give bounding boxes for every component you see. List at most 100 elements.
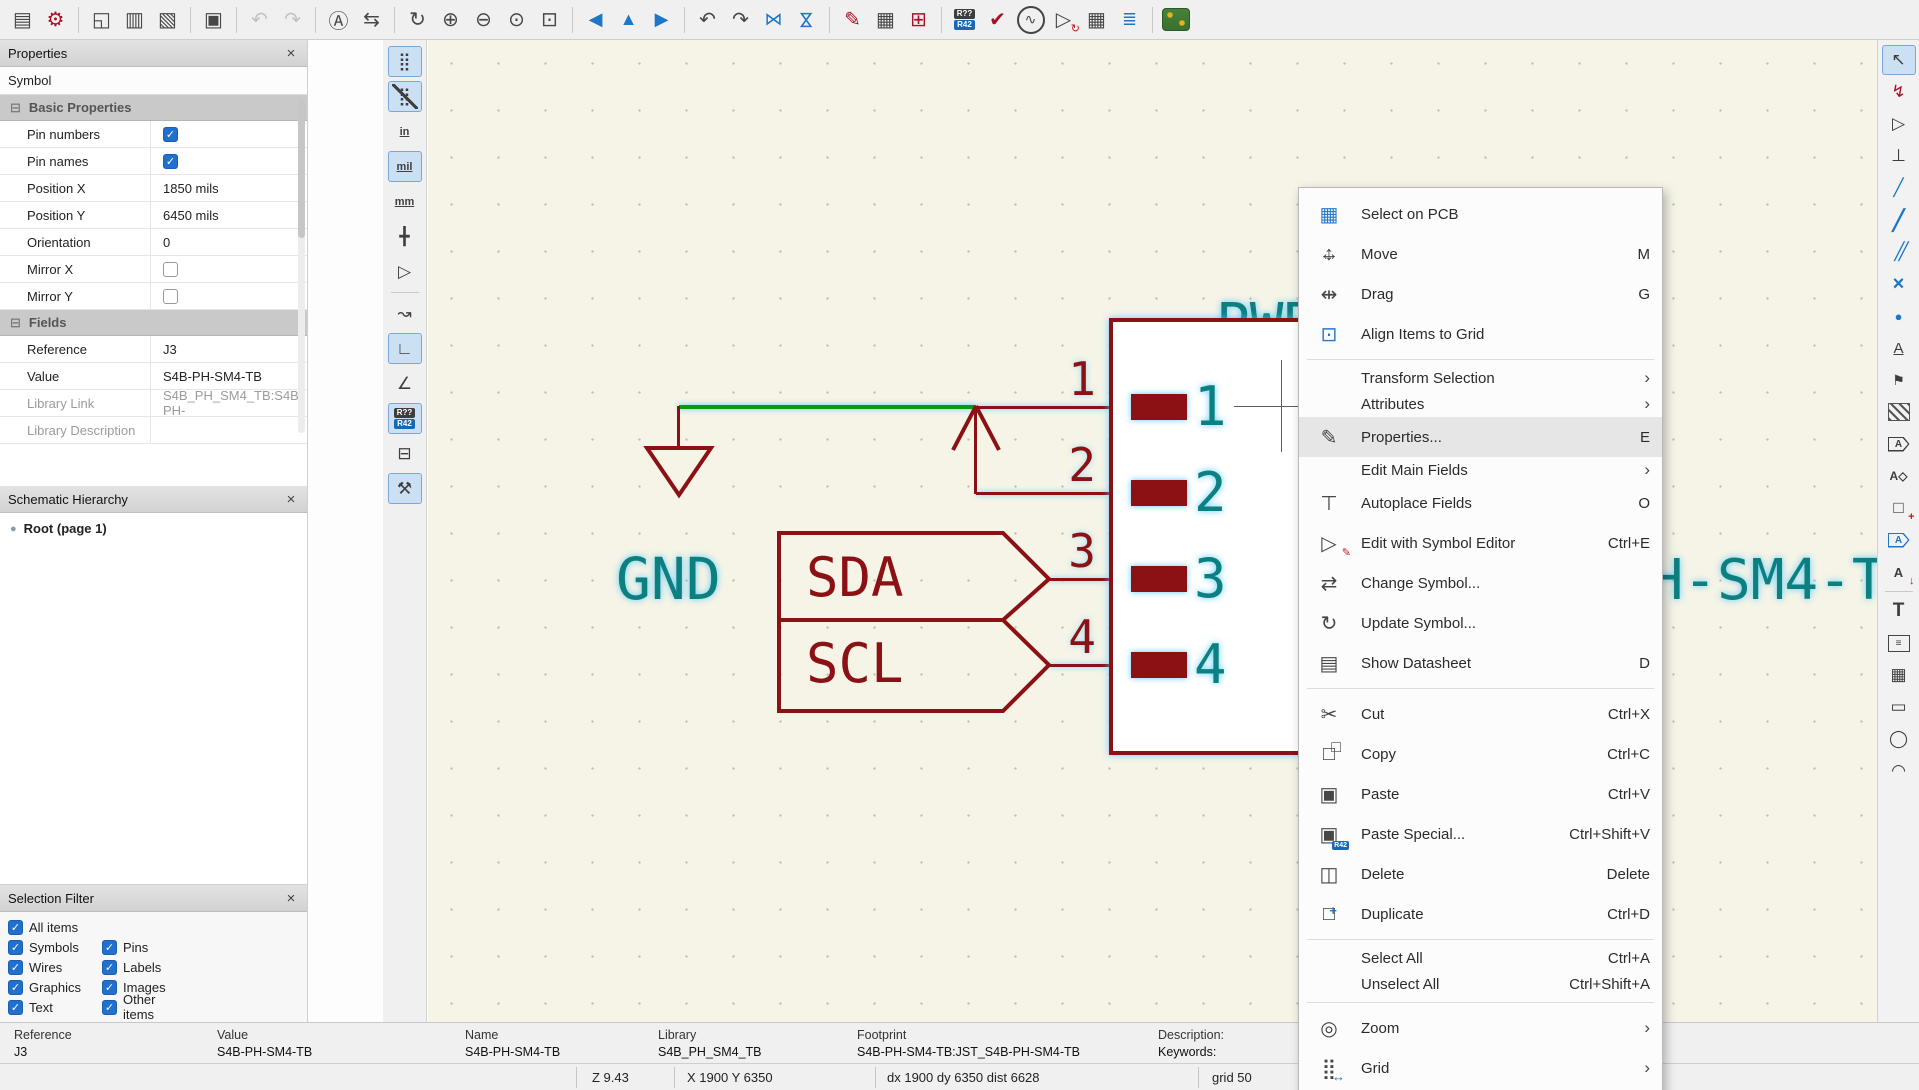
pin3-line[interactable] xyxy=(1049,578,1109,581)
bus-entry-icon[interactable]: ╱╱ xyxy=(1894,242,1908,261)
filter-other-items[interactable]: ✓Other items xyxy=(102,992,190,1022)
menu-item-zoom[interactable]: ◎ Zoom› xyxy=(1320,1017,1650,1040)
find-replace-icon[interactable]: ⇆ xyxy=(363,9,380,31)
gnd-symbol-icon[interactable] xyxy=(643,445,715,499)
page-settings-icon[interactable]: ◱ xyxy=(92,9,111,31)
gnd-symbol-stem[interactable] xyxy=(677,406,680,448)
zoom-selection-icon[interactable]: ⊡ xyxy=(541,9,558,31)
update-pcb-icon[interactable]: ▷↻ xyxy=(1048,5,1080,35)
draw-bus-icon[interactable]: ╱ xyxy=(1892,209,1905,232)
close-icon[interactable]: × xyxy=(286,44,296,62)
cursor-shape-icon[interactable]: ╋ xyxy=(399,226,410,246)
other-items-checkbox[interactable]: ✓ xyxy=(102,999,117,1015)
sheet-pin-icon[interactable]: A↓ xyxy=(1882,557,1916,588)
save-icon[interactable]: ▤ xyxy=(13,9,32,31)
zoom-page-icon[interactable]: ⊙ xyxy=(508,9,525,31)
grid-override-icon[interactable]: ⣿ xyxy=(387,81,422,112)
menu-item-attributes[interactable]: Attributes› xyxy=(1361,394,1650,413)
arc-icon[interactable]: ◠ xyxy=(1891,761,1906,780)
mirror-h-icon[interactable]: ⋈ xyxy=(797,10,817,29)
menu-item-edit-main-fields[interactable]: Edit Main Fields› xyxy=(1361,460,1650,479)
simulator-icon[interactable]: ∿ xyxy=(1015,5,1046,35)
hierarchy-root-item[interactable]: ● Root (page 1) xyxy=(0,513,307,536)
textbox-icon[interactable]: ≡ xyxy=(1882,628,1916,658)
plot-icon[interactable]: ▧ xyxy=(158,9,177,31)
rotate-cw-icon[interactable]: ↷ xyxy=(732,9,749,31)
no-connect-icon[interactable]: × xyxy=(1892,272,1905,295)
gnd-label[interactable]: GND xyxy=(616,545,721,613)
wire-free-angle-icon[interactable]: ↝ xyxy=(397,303,412,323)
sda-label[interactable]: SDA xyxy=(806,546,904,609)
place-symbol-icon[interactable]: ▷ xyxy=(1891,114,1906,133)
pin4-line[interactable] xyxy=(1049,664,1109,667)
nav-forward-icon[interactable]: ▶ xyxy=(654,9,669,29)
units-mils-icon[interactable]: mil xyxy=(387,151,422,182)
annotate-icon[interactable]: R?? R42 xyxy=(949,5,980,35)
pad-1[interactable] xyxy=(1131,394,1187,420)
hier-sheet-icon[interactable]: □+ xyxy=(1882,493,1916,523)
filter-wires[interactable]: ✓Wires xyxy=(8,959,96,975)
all-items-checkbox[interactable]: ✓ xyxy=(8,919,23,935)
mirror-y-checkbox[interactable] xyxy=(163,288,178,304)
find-icon[interactable]: Ⓐ xyxy=(328,11,349,33)
annotate-visibility-icon[interactable]: R?? R42 xyxy=(387,403,422,434)
filter-pins[interactable]: ✓Pins xyxy=(102,939,190,955)
collapse-icon[interactable]: ⊟ xyxy=(10,99,21,115)
pin2-line[interactable] xyxy=(976,492,1109,495)
hier-label-icon[interactable]: A xyxy=(1882,525,1916,555)
menu-item-update-symbol[interactable]: ↻ Update Symbol... xyxy=(1320,612,1477,635)
filter-graphics[interactable]: ✓Graphics xyxy=(8,979,96,995)
text-icon[interactable]: T xyxy=(1892,600,1905,621)
rectangle-icon[interactable]: ▭ xyxy=(1890,697,1907,716)
rule-area-icon[interactable] xyxy=(1882,397,1916,427)
nav-back-icon[interactable]: ◀ xyxy=(588,9,603,29)
pad-4[interactable] xyxy=(1131,652,1187,678)
symbols-checkbox[interactable]: ✓ xyxy=(8,939,23,955)
menu-item-change-symbol[interactable]: ⇄ Change Symbol... xyxy=(1320,572,1481,595)
redo-icon[interactable]: ↷ xyxy=(284,9,301,31)
edit-symbol-icon[interactable]: ✎ xyxy=(844,9,861,31)
paste-icon[interactable]: ▣ xyxy=(204,9,223,31)
orientation-field[interactable]: 0 xyxy=(150,229,307,255)
net-label-icon[interactable]: A xyxy=(1893,339,1904,357)
units-mm-icon[interactable]: mm xyxy=(394,195,415,208)
print-icon[interactable]: ▥ xyxy=(125,9,144,31)
section-fields[interactable]: ⊟ Fields xyxy=(0,310,307,336)
pcb-editor-icon[interactable] xyxy=(1160,5,1191,35)
pin-numbers-checkbox[interactable]: ✓ xyxy=(163,126,178,142)
undo-icon[interactable]: ↶ xyxy=(251,9,268,31)
filter-symbols[interactable]: ✓Symbols xyxy=(8,939,96,955)
collapse-icon[interactable]: ⊟ xyxy=(10,314,21,330)
graphics-checkbox[interactable]: ✓ xyxy=(8,979,23,995)
close-icon[interactable]: × xyxy=(286,490,296,508)
menu-item-transform-selection[interactable]: Transform Selection› xyxy=(1361,368,1650,387)
power-symbol-stem[interactable] xyxy=(974,406,977,494)
menu-item-paste-special[interactable]: ▣R42 Paste Special...Ctrl+Shift+V xyxy=(1319,823,1650,850)
pins-checkbox[interactable]: ✓ xyxy=(102,939,117,955)
properties-scrollbar[interactable] xyxy=(298,98,305,433)
section-basic-properties[interactable]: ⊟ Basic Properties xyxy=(0,95,307,121)
gnd-wire[interactable] xyxy=(679,405,976,409)
pin1-line[interactable] xyxy=(976,406,1109,409)
images-checkbox[interactable]: ✓ xyxy=(102,979,117,995)
menu-item-select-on-pcb[interactable]: ▦ Select on PCB xyxy=(1319,203,1459,226)
pin-names-checkbox[interactable]: ✓ xyxy=(163,153,178,169)
nav-up-icon[interactable]: ▲ xyxy=(619,9,638,29)
units-inches-icon[interactable]: in xyxy=(399,125,410,138)
select-tool-icon[interactable]: ↖ xyxy=(1881,45,1916,75)
filter-labels[interactable]: ✓Labels xyxy=(102,959,190,975)
highlight-net-icon[interactable]: ↯ xyxy=(1891,82,1906,101)
footprint-assign-icon[interactable]: ⊞ xyxy=(910,9,927,31)
wire-90deg-icon[interactable]: ∟ xyxy=(387,333,422,364)
mirror-v-icon[interactable]: ⋈ xyxy=(764,9,783,29)
circle-icon[interactable]: ◯ xyxy=(1888,729,1909,748)
labels-checkbox[interactable]: ✓ xyxy=(102,959,117,975)
menu-item-align-items-to-grid[interactable]: ⊡ Align Items to Grid xyxy=(1320,323,1485,346)
